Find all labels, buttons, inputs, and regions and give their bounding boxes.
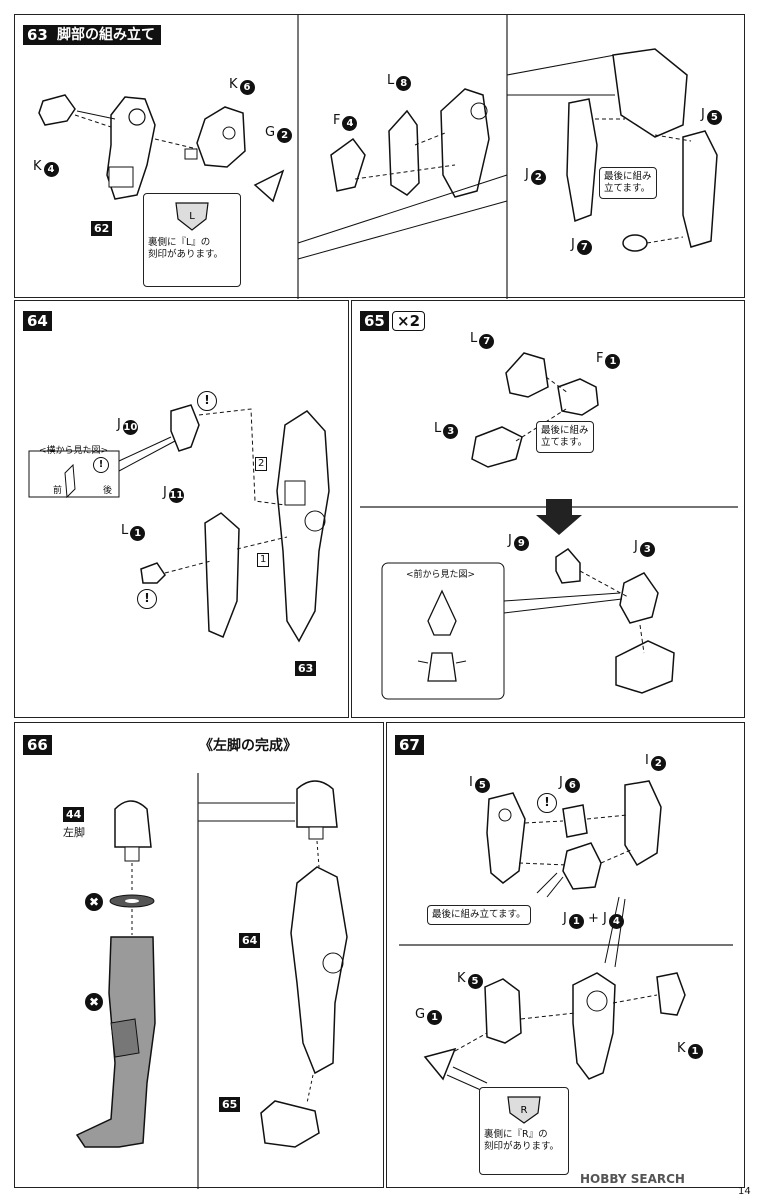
assemble-last-note: 最後に組み 立てます。	[536, 421, 594, 453]
step-65-illustration	[360, 352, 738, 700]
stamp-letter: R	[521, 1105, 528, 1116]
step-number: 63	[23, 25, 52, 45]
left-leg-complete-title: 《左脚の完成》	[199, 738, 297, 754]
step-63-illustration	[38, 15, 718, 299]
stamp-note-text: 裏側に『L』の 刻印があります。	[148, 237, 224, 260]
left-leg-label: 左脚	[63, 826, 85, 839]
step-number: 65	[360, 311, 389, 331]
step-66-panel: 66 《左脚の完成》 44 左脚 ✖ ✖ 64 65	[14, 722, 384, 1189]
sequence-box-1: 1	[257, 553, 270, 567]
stamp-letter: L	[189, 211, 195, 222]
caution-icon: !	[137, 589, 157, 609]
stamp-shield-icon: R	[507, 1096, 541, 1124]
side-view-label: <横から見た図>	[39, 446, 109, 456]
repeat-count: ×2	[392, 311, 426, 331]
assemble-last-note: 最後に組み立てます。	[427, 905, 531, 925]
part-badge-64: 64	[239, 933, 261, 948]
caution-icon: !	[93, 457, 109, 473]
assemble-last-note: 最後に組み 立てます。	[599, 167, 657, 199]
watermark: HOBBY SEARCH	[580, 1172, 685, 1186]
step-67-illustration	[399, 780, 733, 1092]
stamp-note: L 裏側に『L』の 刻印があります。	[143, 193, 241, 287]
part-badge-44: 44	[63, 807, 85, 822]
sequence-box-2: 2	[255, 457, 268, 471]
front-view-label: <前から見た図>	[406, 570, 476, 580]
step-64-illustration	[28, 404, 330, 643]
part-badge-65: 65	[219, 1097, 241, 1112]
caution-icon: !	[537, 793, 557, 813]
step-title: 脚部の組み立て	[51, 25, 161, 45]
back-label: 後	[103, 486, 113, 496]
stamp-note-text: 裏側に『R』の 刻印があります。	[484, 1129, 560, 1152]
page-number: 14	[738, 1186, 751, 1197]
step-number: 66	[23, 735, 52, 755]
part-badge-63: 63	[295, 661, 317, 676]
stamp-note: R 裏側に『R』の 刻印があります。	[479, 1087, 569, 1175]
front-label: 前	[53, 486, 63, 496]
caution-icon: !	[197, 391, 217, 411]
step-number: 64	[23, 311, 52, 331]
do-not-use-icon: ✖	[85, 893, 103, 911]
step-66-illustration	[75, 773, 348, 1189]
do-not-use-icon: ✖	[85, 993, 103, 1011]
stamp-shield-icon: L	[175, 202, 209, 231]
part-badge-62: 62	[91, 221, 113, 236]
step-number: 67	[395, 735, 424, 755]
